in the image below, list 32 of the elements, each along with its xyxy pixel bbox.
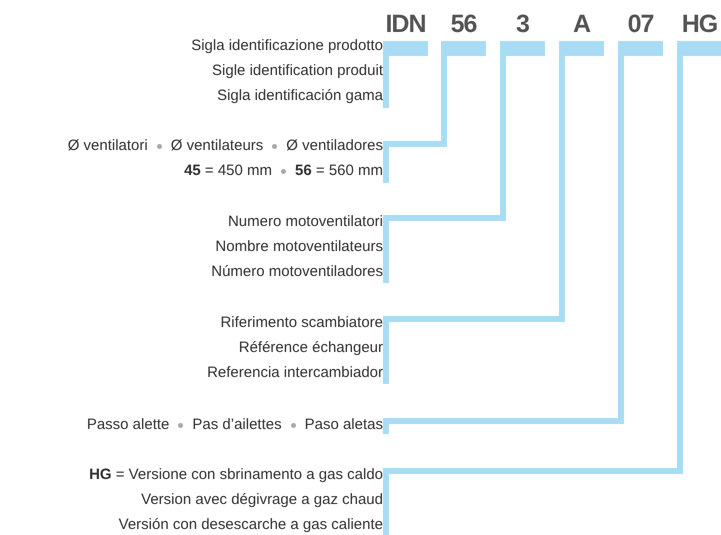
description-text: HG = Versione con sbrinamento a gas caldo [89, 466, 383, 483]
description-text: Paso aletas [304, 416, 383, 433]
description-text: Referencia intercambiador [207, 364, 383, 381]
description-text: Sigla identificación gama [217, 87, 383, 104]
code-text: 07 [628, 9, 654, 40]
code-text: IDN [385, 9, 426, 40]
code-text: 3 [516, 9, 529, 40]
description-text: Versión con desescarche a gas caliente [118, 516, 383, 533]
description-text: Ø ventilateurs [170, 137, 264, 154]
description-text: Référence échangeur [238, 339, 383, 356]
description-text: Passo alette [86, 416, 170, 433]
bracket-line [383, 56, 447, 183]
bracket-line [383, 56, 389, 108]
description-text: Ø ventilatori [68, 137, 148, 154]
description-text: Numero motoventilatori [228, 213, 383, 230]
code-text: HG [682, 9, 718, 40]
description-text: Sigla identificazione prodotto [191, 37, 383, 54]
description-text: Version avec dégivrage a gaz chaud [141, 491, 383, 508]
bracket-line [383, 56, 565, 384]
code-text: A [572, 9, 590, 40]
description-text: Sigle identification produit [212, 62, 383, 79]
description-text: Riferimento scambiatore [220, 314, 383, 331]
bracket-line [383, 56, 683, 535]
bracket-line [383, 56, 506, 283]
description-text: Ø ventiladores [286, 137, 383, 154]
description-text: Nombre motoventilateurs [215, 238, 383, 255]
description-text: 56 = 560 mm [295, 162, 383, 179]
code-text: 56 [450, 9, 476, 40]
bracket-line [383, 56, 624, 434]
description-text: Número motoventiladores [211, 263, 383, 280]
description-text: Pas d’ailettes [192, 416, 282, 433]
description-text: 45 = 450 mm [184, 162, 272, 179]
